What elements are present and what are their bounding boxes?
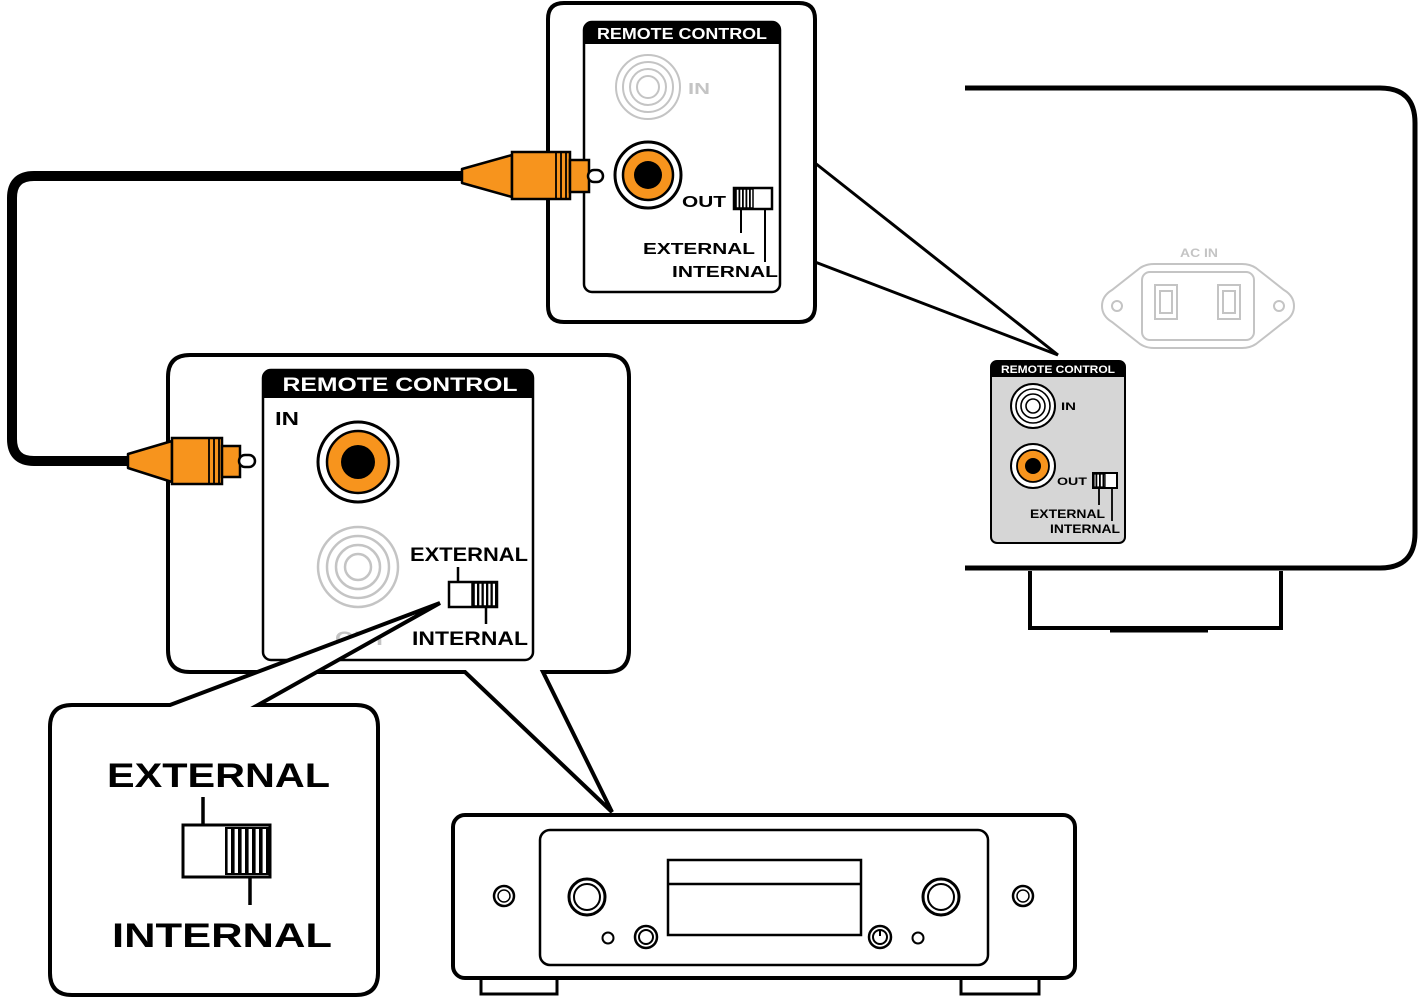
top-panel-header-bar bbox=[584, 22, 780, 44]
top-in-label: IN bbox=[688, 81, 710, 98]
player-button-right bbox=[1011, 884, 1035, 908]
player-indicator-left bbox=[601, 931, 615, 945]
zoom-callout: EXTERNAL INTERNAL bbox=[48, 601, 441, 997]
remote-control-cable bbox=[7, 171, 475, 466]
rear-remote-control-panel: REMOTE CONTROL IN OUT EXTERNAL I bbox=[990, 360, 1126, 544]
middle-panel-header: REMOTE CONTROL bbox=[283, 375, 519, 396]
player-small-knob-right bbox=[867, 924, 893, 950]
ac-inlet: AC IN bbox=[1100, 246, 1296, 349]
rear-panel-header: REMOTE CONTROL bbox=[1001, 364, 1115, 376]
player-front bbox=[451, 813, 1077, 996]
rear-out-jack bbox=[1010, 443, 1056, 489]
top-panel-header: REMOTE CONTROL bbox=[597, 26, 767, 43]
top-out-jack bbox=[613, 140, 683, 210]
player-indicator-right bbox=[911, 931, 925, 945]
player-display bbox=[666, 858, 863, 937]
rear-out-label: OUT bbox=[1057, 476, 1087, 488]
player-button-left bbox=[492, 884, 516, 908]
rear-mode-switch bbox=[1092, 472, 1118, 521]
player-knob-left bbox=[567, 877, 607, 917]
zoom-external-label: EXTERNAL bbox=[107, 757, 330, 795]
rear-panel-header-bar bbox=[991, 361, 1125, 377]
player-small-knob-left bbox=[633, 924, 659, 950]
top-callout-pointer bbox=[814, 161, 1059, 357]
amplifier-rear-outline bbox=[965, 85, 1418, 571]
middle-mode-switch bbox=[447, 567, 499, 624]
player-knob-right bbox=[921, 877, 961, 917]
rear-in-label: IN bbox=[1061, 401, 1076, 413]
middle-in-jack bbox=[316, 420, 400, 504]
rear-external-label: EXTERNAL bbox=[1030, 507, 1105, 521]
rear-internal-label: INTERNAL bbox=[1050, 522, 1120, 536]
top-rca-plug bbox=[460, 150, 605, 201]
zoom-internal-label: INTERNAL bbox=[112, 917, 332, 955]
top-internal-label: INTERNAL bbox=[672, 264, 778, 281]
middle-panel-header-bar bbox=[263, 370, 533, 398]
bottom-rca-plug bbox=[126, 436, 257, 486]
ac-in-label: AC IN bbox=[1180, 246, 1218, 260]
ac-inlet-slot-right bbox=[1217, 284, 1241, 320]
amplifier-rear: AC IN REMOTE CONTROL IN bbox=[965, 85, 1418, 633]
top-in-jack bbox=[615, 54, 681, 120]
ac-inlet-slot-left bbox=[1154, 284, 1178, 320]
top-mode-switch bbox=[732, 186, 774, 262]
zoom-mode-switch bbox=[181, 797, 272, 905]
rear-in-jack bbox=[1010, 383, 1056, 429]
middle-remote-panel bbox=[261, 368, 535, 662]
amplifier-foot bbox=[1028, 571, 1283, 633]
middle-out-jack bbox=[316, 525, 400, 609]
top-callout: REMOTE CONTROL IN OUT EXTERNAL INTERNAL bbox=[546, 1, 817, 324]
middle-callout: REMOTE CONTROL IN OUT EXTERNAL INTERNAL bbox=[166, 353, 631, 814]
middle-in-label: IN bbox=[275, 409, 299, 429]
middle-internal-label: INTERNAL bbox=[412, 629, 528, 650]
ac-inlet-flange bbox=[1100, 263, 1296, 349]
top-external-label: EXTERNAL bbox=[643, 241, 755, 258]
middle-external-label: EXTERNAL bbox=[410, 545, 528, 566]
top-out-label: OUT bbox=[682, 194, 726, 211]
